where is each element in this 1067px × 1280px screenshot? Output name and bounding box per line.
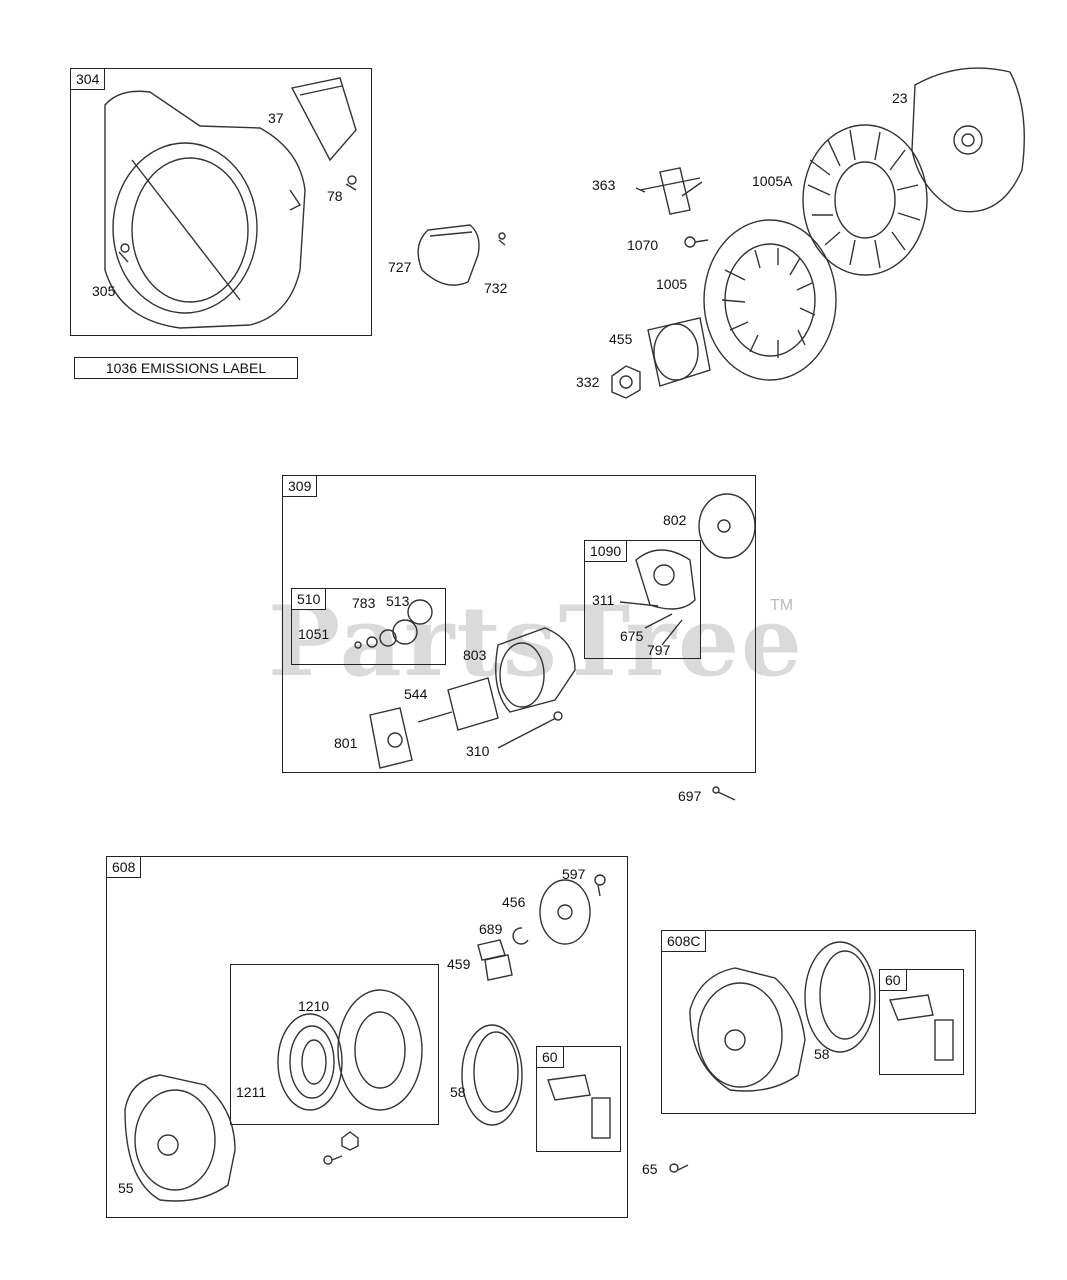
tag-309: 309 [282, 475, 318, 497]
screw-305-drawing [118, 243, 130, 263]
part-label-23: 23 [892, 90, 908, 106]
part-label-727: 727 [388, 259, 412, 275]
tag-510: 510 [291, 588, 327, 610]
bolt-1070-drawing [684, 236, 709, 248]
screw-697-drawing [712, 786, 736, 801]
endcap-801-drawing [369, 707, 413, 769]
part-label-456: 456 [502, 894, 526, 910]
brush-1090-drawing [635, 549, 696, 610]
housing-803-drawing [495, 627, 576, 713]
part-label-363: 363 [592, 177, 616, 193]
tag-608c: 608C [661, 930, 707, 952]
screw-65-drawing [669, 1163, 689, 1173]
bolt-310-drawing [497, 711, 563, 749]
part-label-783: 783 [352, 595, 376, 611]
rope-58b-drawing [804, 941, 876, 1053]
fan-1005A-drawing [802, 124, 928, 276]
armature-544-drawing [417, 677, 499, 731]
section-1090-box [584, 540, 701, 659]
part-label-311: 311 [592, 592, 615, 608]
handle-60a-drawing [547, 1074, 611, 1139]
part-label-801: 801 [334, 735, 358, 751]
part-label-455: 455 [609, 331, 633, 347]
tag-304: 304 [70, 68, 106, 90]
spring-1211-drawing [277, 1013, 343, 1111]
ring-689-drawing [512, 927, 529, 945]
leader-797 [661, 619, 683, 646]
part-label-58a: 58 [450, 1084, 466, 1100]
part-label-803: 803 [463, 647, 487, 663]
part-label-675: 675 [620, 628, 644, 644]
leader-675 [644, 613, 673, 629]
rope-58a-drawing [461, 1024, 523, 1126]
screw-597-drawing [594, 874, 606, 897]
part-label-55: 55 [118, 1180, 134, 1196]
part-label-1211: 1211 [236, 1084, 267, 1100]
part-label-544: 544 [404, 686, 428, 702]
nut-drawing [341, 1131, 359, 1151]
part-label-1005A: 1005A [752, 173, 793, 189]
section-60b-box [879, 969, 964, 1075]
cover-727-drawing [417, 224, 480, 286]
part-label-332: 332 [576, 374, 600, 390]
leader-311 [619, 601, 659, 607]
part-label-1005: 1005 [656, 276, 688, 292]
watermark-trademark: TM [770, 597, 794, 614]
part-label-597: 597 [562, 866, 586, 882]
section-1210-subbox [230, 964, 439, 1125]
part-label-697: 697 [678, 788, 702, 804]
nut-332-drawing [611, 365, 641, 399]
part-label-1051: 1051 [298, 626, 330, 642]
tag-1090: 1090 [584, 540, 628, 562]
handle-60b-drawing [889, 994, 954, 1061]
section-608-box [106, 856, 628, 1218]
flywheel-23-drawing [911, 67, 1025, 213]
pawl-459-drawing [477, 939, 513, 981]
tag-608: 608 [106, 856, 142, 878]
part-label-37: 37 [268, 110, 284, 126]
pulley-1210-drawing [337, 989, 423, 1111]
section-510-box [291, 588, 446, 665]
part-label-305: 305 [92, 283, 116, 299]
emissions-label-caption: 1036 EMISSIONS LABEL [74, 357, 298, 379]
part-label-1210: 1210 [298, 998, 330, 1014]
part-label-459: 459 [447, 956, 471, 972]
label-37-drawing [290, 77, 357, 162]
part-label-65: 65 [642, 1161, 658, 1177]
screw-78-drawing [345, 175, 357, 191]
screw-drawing [323, 1155, 343, 1165]
part-label-1070: 1070 [627, 237, 659, 253]
part-label-802: 802 [663, 512, 687, 528]
part-label-58b: 58 [814, 1046, 830, 1062]
fan-1005-drawing [703, 219, 837, 381]
part-label-513: 513 [386, 593, 410, 609]
pinion-510-drawing [354, 599, 433, 649]
blower-housing-drawing [104, 90, 306, 329]
plate-802-drawing [698, 493, 756, 559]
section-309-box [282, 475, 756, 773]
tag-60a: 60 [536, 1046, 564, 1068]
section-304-box [70, 68, 372, 336]
part-label-732: 732 [484, 280, 508, 296]
housing-608c-drawing [689, 967, 806, 1092]
cup-455-drawing [647, 317, 711, 387]
housing-55-drawing [124, 1074, 236, 1202]
retainer-456-drawing [539, 879, 591, 945]
section-60a-box [536, 1046, 621, 1152]
part-label-689: 689 [479, 921, 503, 937]
tag-60b: 60 [879, 969, 907, 991]
bolt-363-drawing [635, 167, 703, 215]
part-label-78: 78 [327, 188, 343, 204]
screw-732-drawing [498, 232, 506, 246]
part-label-310: 310 [466, 743, 490, 759]
section-608c-box [661, 930, 976, 1114]
part-label-797: 797 [647, 642, 671, 658]
